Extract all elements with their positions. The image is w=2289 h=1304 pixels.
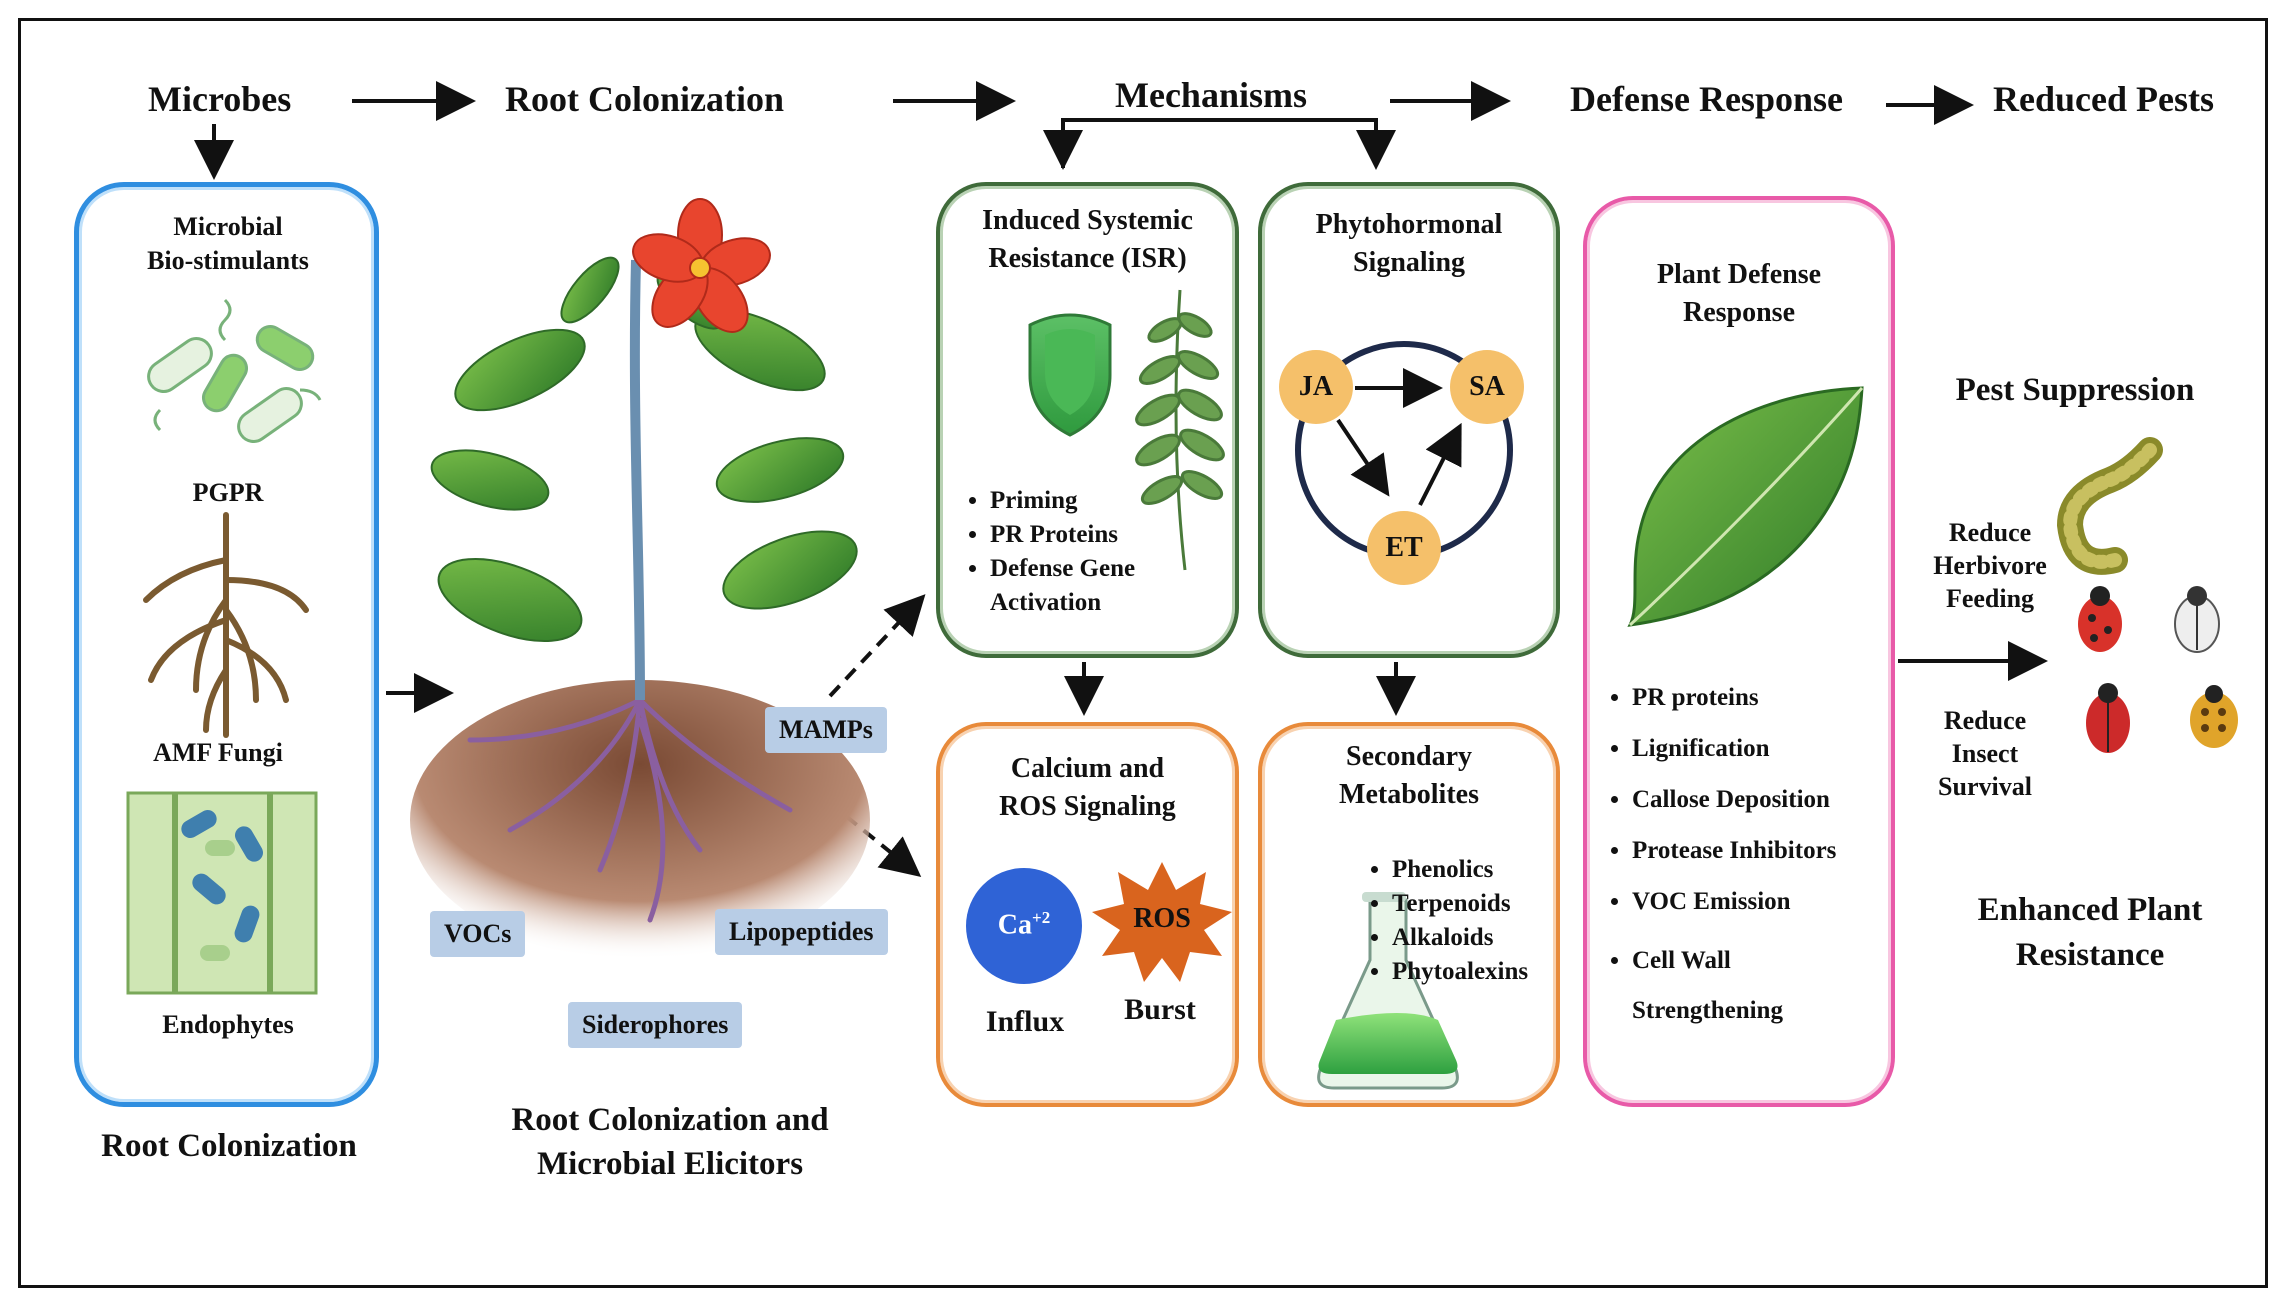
plant-illustration <box>410 198 870 960</box>
plant-defense-title: Plant Defense Response <box>1656 259 1822 328</box>
vocs-tag: VOCs <box>430 911 526 957</box>
ca-text: Ca <box>997 909 1033 941</box>
isr-bullet: Priming <box>990 484 1135 518</box>
isr-bullet: Defense Gene Activation <box>990 552 1135 620</box>
flow-root-colonization: Root Colonization <box>505 79 784 119</box>
fern-leaf-icon <box>1135 289 1225 571</box>
secondary-bullets: Phenolics Terpenoids Alkaloids Phytoalex… <box>1358 853 1528 989</box>
secondary-bullet: Alkaloids <box>1392 921 1528 955</box>
microbes-box <box>74 182 379 1107</box>
secondary-bullet: Phytoalexins <box>1392 955 1528 989</box>
mamps-tag: MAMPs <box>765 707 887 753</box>
defense-bullet: Callose Deposition <box>1632 783 1836 817</box>
sa-label: SA <box>1469 371 1505 402</box>
ros-label: ROS <box>1133 903 1191 934</box>
figure-frame <box>18 18 2268 1288</box>
calcium-title: Calcium and ROS Signaling <box>999 753 1176 822</box>
ca-label: Ca+2 <box>984 908 1064 941</box>
enhanced-resistance-caption: Enhanced Plant Resistance <box>1977 892 2203 973</box>
caterpillar-icon <box>2056 437 2163 575</box>
plant-panel-caption: Root Colonization and Microbial Elicitor… <box>511 1102 829 1182</box>
lipopeptides-tag: Lipopeptides <box>715 909 888 955</box>
endophytes-label: Endophytes <box>162 1010 294 1039</box>
defense-bullet: Cell Wall Strengthening <box>1632 936 1836 1036</box>
flow-microbes: Microbes <box>148 79 292 119</box>
leaf-icon <box>1627 386 1864 627</box>
isr-bullets: Priming PR Proteins Defense Gene Activat… <box>956 484 1135 620</box>
sa-node <box>1450 350 1524 424</box>
calcium-circle <box>966 868 1082 984</box>
plant-defense-bullets: PR proteins Lignification Callose Deposi… <box>1598 681 1836 1053</box>
et-label: ET <box>1385 532 1423 563</box>
hormone-cycle <box>1279 341 1524 585</box>
ja-node <box>1279 350 1353 424</box>
flow-reduced-pests: Reduced Pests <box>1993 79 2214 119</box>
pest-suppression-heading: Pest Suppression <box>1955 372 2195 408</box>
amf-fungi-label: AMF Fungi <box>153 738 283 767</box>
endophyte-cells-icon <box>126 791 318 995</box>
calcium-box <box>936 722 1239 1107</box>
spotted-beetle-icon <box>2190 685 2238 748</box>
flow-defense-response: Defense Response <box>1570 79 1843 119</box>
shield-icon <box>1028 313 1112 437</box>
white-beetle-icon <box>2174 586 2220 653</box>
isr-bullet: PR Proteins <box>990 518 1135 552</box>
isr-title: Induced Systemic Resistance (ISR) <box>982 205 1193 274</box>
root-colonization-caption: Root Colonization <box>101 1128 357 1164</box>
plant-defense-box <box>1583 196 1895 1107</box>
ros-burst-icon <box>1092 862 1232 982</box>
defense-bullet: PR proteins <box>1632 681 1836 715</box>
reduce-feeding-label: Reduce Herbivore Feeding <box>1933 518 2047 613</box>
defense-bullet: Lignification <box>1632 732 1836 766</box>
secondary-bullet: Phenolics <box>1392 853 1528 887</box>
ja-label: JA <box>1298 371 1334 402</box>
bacteria-icon <box>147 298 322 443</box>
red-beetle-icon <box>2086 683 2130 753</box>
microbial-biostimulants-heading: Microbial Bio-stimulants <box>147 212 309 275</box>
et-node <box>1367 511 1441 585</box>
secondary-title: Secondary Metabolites <box>1339 741 1479 810</box>
reduce-survival-label: Reduce Insect Survival <box>1938 706 2032 801</box>
flask-icon <box>1317 892 1459 1090</box>
phyto-title: Phytohormonal Signaling <box>1315 209 1503 278</box>
defense-bullet: VOC Emission <box>1632 885 1836 919</box>
amf-root-icon <box>143 512 309 738</box>
isr-box <box>936 182 1239 658</box>
defense-bullet: Protease Inhibitors <box>1632 834 1836 868</box>
pgpr-label: PGPR <box>192 478 264 507</box>
influx-label: Influx <box>985 1005 1065 1038</box>
secondary-box <box>1258 722 1560 1107</box>
burst-label: Burst <box>1124 993 1196 1026</box>
ca-superscript: +2 <box>1032 908 1051 927</box>
ladybug-icon <box>2078 586 2122 652</box>
phyto-box <box>1258 182 1560 658</box>
flow-mechanisms: Mechanisms <box>1115 75 1307 115</box>
secondary-bullet: Terpenoids <box>1392 887 1528 921</box>
flow-arrows <box>194 81 2048 878</box>
siderophores-tag: Siderophores <box>568 1002 743 1048</box>
